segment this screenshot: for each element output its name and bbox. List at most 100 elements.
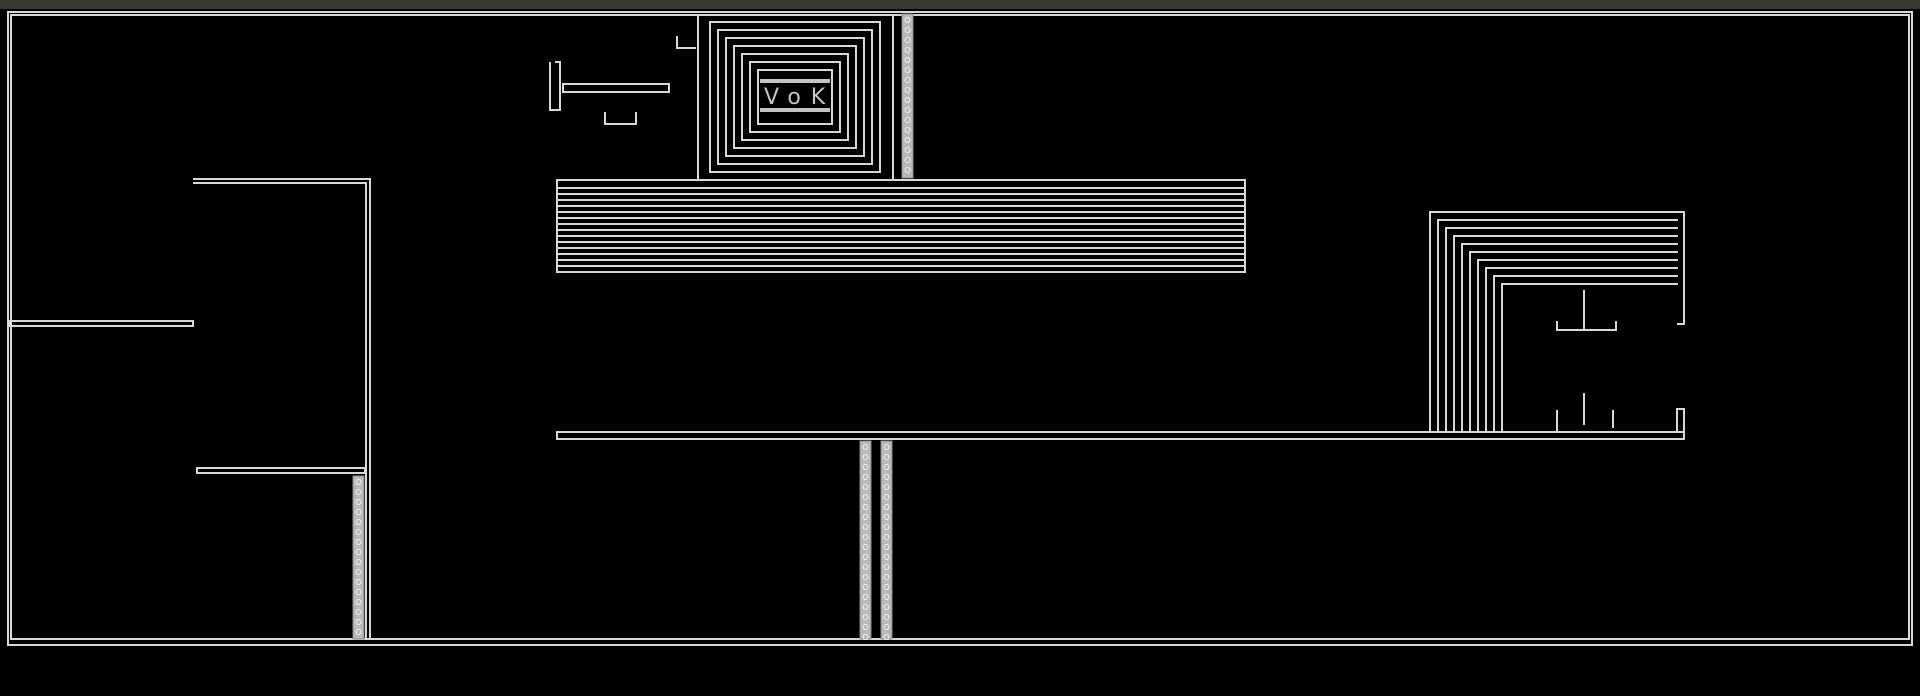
pillar-stud [862,484,869,490]
right-concentric-wall [1493,275,1678,432]
right-concentric-wall [1469,251,1678,432]
generated-walls [352,13,1685,640]
pillar-stud [904,107,911,113]
pillar-stud [904,167,911,173]
pillar-stud [862,594,869,600]
concentric-wall [709,21,881,173]
pillar-stud [355,519,362,525]
pillar [901,13,914,179]
pillar-stud [355,499,362,505]
pillar-stud [904,67,911,73]
right-room-table [1556,321,1617,331]
pillar-stud [862,514,869,520]
pillar-stud [862,574,869,580]
right-room-door [1676,408,1685,440]
pillar-stud [904,77,911,83]
pillar-stud [355,549,362,555]
concentric-wall [741,53,849,141]
pillar-stud [883,454,890,460]
pillar-stud [862,454,869,460]
pillar-stud [904,137,911,143]
concentric-wall [717,29,873,165]
pillar-stud [883,604,890,610]
pillar-stud [904,57,911,63]
pillar-stud [355,619,362,625]
pillar-stud [883,494,890,500]
pillar-stud [883,584,890,590]
pillar-stud [904,157,911,163]
pillar-stud [862,604,869,610]
right-concentric-wall [1501,283,1678,432]
pillar-stud [355,589,362,595]
outer-wall [7,11,1913,646]
pillar-stud [904,147,911,153]
sign-plate-bottom [760,108,830,112]
right-concentric-wall [1477,259,1678,432]
pillar-stud [904,47,911,53]
top-edge [0,0,1920,9]
right-concentric-wall [1437,219,1678,432]
pillar-stud [883,504,890,510]
pillar-stud [883,634,890,640]
right-concentric-wall [1461,243,1678,432]
pillar-stud [883,474,890,480]
pillar [352,475,365,640]
pillar-stud [883,594,890,600]
pillar-stud [355,559,362,565]
striped-band-frame [556,179,1246,273]
right-concentric-wall [1485,267,1678,432]
pillar-stud [883,554,890,560]
long-corridor-wall-bottom [556,431,1685,440]
right-concentric-wall [1445,227,1678,432]
key-shaft [562,83,670,93]
pillar-stud [355,539,362,545]
pillar-stud [355,599,362,605]
pillar-stud [862,474,869,480]
pillar-stud [862,554,869,560]
pillar-stud [904,17,911,23]
pillar-stud [904,117,911,123]
pillar-stud [904,87,911,93]
pillar-stud [355,609,362,615]
pillar-stud [862,624,869,630]
pillar-stud [355,629,362,635]
small-corner-wall [676,36,696,49]
pillar-stud [862,464,869,470]
pillar-stud [862,634,869,640]
concentric-wall [733,45,857,149]
pillar-stud [883,484,890,490]
concentric-wall [749,61,841,133]
pillar-stud [883,614,890,620]
pillar-stud [862,584,869,590]
pillar-stud [862,494,869,500]
pillar-stud [862,524,869,530]
pillar-stud [355,489,362,495]
concentric-wall [725,37,865,157]
pillar-stud [862,444,869,450]
pillar-stud [355,509,362,515]
pillar-stud [862,544,869,550]
pillar-stud [883,464,890,470]
pillar-stud [862,504,869,510]
right-room-door [1677,212,1685,325]
pillar-stud [904,37,911,43]
pillar-stud [355,529,362,535]
pillar-stud [883,514,890,520]
pillar-stud [355,579,362,585]
sign-text: VoK [764,85,835,110]
left-room-wall-inner [193,182,367,640]
pillar-stud [883,564,890,570]
concentric-wall [757,69,833,125]
pillar-stud [883,444,890,450]
outer-wall-inner [10,14,1910,640]
pillar-stud [862,534,869,540]
left-divider-wall [9,320,194,327]
pillar-stud [904,27,911,33]
pillar-stud [862,564,869,570]
right-concentric-wall [1453,235,1678,432]
right-concentric-wall [1429,211,1685,432]
pillar-stud [355,569,362,575]
pillar-stud [883,534,890,540]
key-glyph [549,61,561,111]
